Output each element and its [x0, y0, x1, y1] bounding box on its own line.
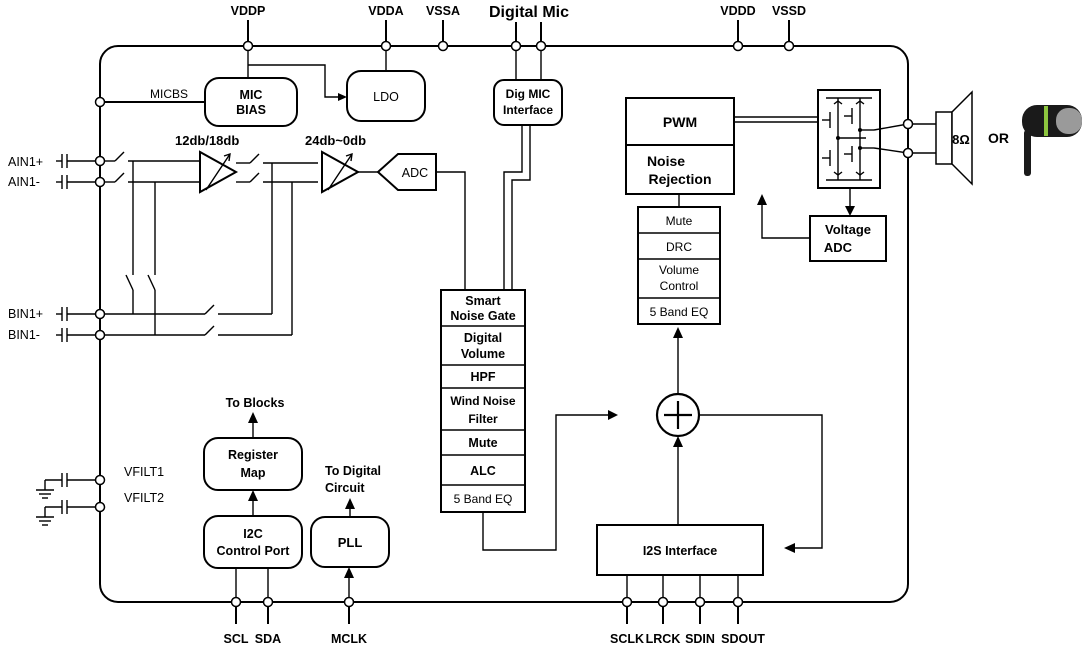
record-stage-digital-volume-2: Volume: [461, 347, 505, 361]
playback-stage-drc: DRC: [666, 240, 692, 254]
pin-label-sda: SDA: [255, 632, 281, 646]
speaker-impedance: 8Ω: [952, 132, 970, 147]
mic-bias-label-line2: BIAS: [236, 103, 266, 117]
pin-label-ain1n: AIN1-: [8, 175, 40, 189]
record-stage-noise-gate-1: Smart: [465, 294, 501, 308]
i2c-block: I2C Control Port: [203, 490, 303, 598]
pin-label-digital-mic: Digital Mic: [489, 4, 569, 21]
pin-label-bin1n: BIN1-: [8, 328, 40, 342]
noise-rejection-label-1: Noise: [647, 153, 685, 169]
pll-label: PLL: [338, 535, 363, 550]
pin-label-sdout: SDOUT: [721, 632, 765, 646]
pin-label-lrck: LRCK: [646, 632, 681, 646]
pin-label-sdin: SDIN: [685, 632, 715, 646]
mixer-wiring: [673, 327, 823, 553]
pin-label-vdda: VDDA: [368, 4, 403, 18]
pin-label-mclk: MCLK: [331, 632, 367, 646]
chip-outline: [99, 45, 909, 603]
pin-label-sclk: SCLK: [610, 632, 644, 646]
register-map-block: Register Map To Blocks: [203, 396, 303, 491]
left-pins: MICBS AIN1+ AIN1- BIN1+ BIN1- VFILT1: [8, 87, 205, 526]
record-stage-alc: ALC: [470, 464, 496, 478]
pin-label-vddp: VDDP: [231, 4, 266, 18]
adc-block: ADC: [376, 153, 466, 290]
i2s-block: I2S Interface: [596, 524, 764, 598]
playback-stage-volume-2: Control: [660, 279, 699, 293]
dig-mic-label-line1: Dig MIC: [506, 87, 551, 101]
register-map-label-1: Register: [228, 448, 278, 462]
h-bridge: [817, 89, 881, 189]
pin-label-scl: SCL: [224, 632, 249, 646]
playback-stage-mute: Mute: [666, 214, 693, 228]
mixer-sum-node: [655, 392, 701, 438]
record-stage-noise-gate-2: Noise Gate: [450, 309, 515, 323]
speaker-output-wiring: [757, 118, 936, 239]
record-to-i2s-wiring: [482, 410, 618, 551]
pin-label-vddd: VDDD: [720, 4, 755, 18]
playback-stage-eq: 5 Band EQ: [650, 305, 709, 319]
voltage-adc-label-2: ADC: [824, 240, 853, 255]
ldo-label: LDO: [373, 90, 399, 104]
to-blocks-label: To Blocks: [226, 396, 285, 410]
pll-block: PLL To Digital Circuit: [310, 464, 390, 598]
pin-label-bin1p: BIN1+: [8, 307, 43, 321]
pin-label-vfilt2: VFILT2: [124, 491, 164, 505]
record-stage-eq: 5 Band EQ: [454, 492, 513, 506]
dig-mic-block: Dig MIC Interface: [493, 50, 563, 290]
earphone-icon: [1022, 105, 1082, 176]
pin-label-ain1p: AIN1+: [8, 155, 43, 169]
speaker-icon: 8Ω: [935, 90, 973, 186]
pwm-to-bridge-wiring: [734, 116, 818, 123]
or-label: OR: [988, 130, 1009, 146]
pga1-gain-label: 12db/18db: [175, 133, 239, 148]
analog-input-routing: 12db/18db 24db~0db: [104, 133, 378, 336]
register-map-label-2: Map: [241, 466, 266, 480]
noise-rejection-label-2: Rejection: [648, 171, 711, 187]
ldo-block: LDO: [346, 70, 426, 122]
bottom-pins: SCL SDA MCLK SCLK LRCK SDIN SDOUT: [224, 596, 765, 646]
record-stage-hpf: HPF: [471, 370, 496, 384]
dig-mic-label-line2: Interface: [503, 103, 553, 117]
pin-label-vssa: VSSA: [426, 4, 460, 18]
pwm-block: PWM Noise Rejection: [625, 97, 735, 195]
voltage-adc-block: Voltage ADC: [809, 215, 887, 262]
record-stage-wind-noise-1: Wind Noise: [450, 394, 516, 408]
pin-label-micbs: MICBS: [150, 87, 188, 101]
pga2-gain-label: 24db~0db: [305, 133, 366, 148]
pwm-label: PWM: [663, 114, 697, 130]
record-stage-mute: Mute: [468, 436, 497, 450]
playback-stage-volume-1: Volume: [659, 263, 699, 277]
i2s-label: I2S Interface: [643, 544, 717, 558]
record-stage-digital-volume-1: Digital: [464, 331, 502, 345]
i2c-label-2: Control Port: [217, 544, 291, 558]
pin-label-vssd: VSSD: [772, 4, 806, 18]
adc-label: ADC: [402, 166, 428, 180]
mic-bias-block: MIC BIAS: [204, 77, 298, 127]
voltage-adc-label-1: Voltage: [825, 222, 871, 237]
record-stage-wind-noise-2: Filter: [468, 412, 498, 426]
record-chain: Smart Noise Gate Digital Volume HPF Wind…: [440, 289, 526, 513]
i2c-label-1: I2C: [243, 527, 262, 541]
pin-label-vfilt1: VFILT1: [124, 465, 164, 479]
mic-bias-label-line1: MIC: [240, 88, 263, 102]
to-digital-label-2: Circuit: [325, 481, 365, 495]
to-digital-label-1: To Digital: [325, 464, 381, 478]
power-wiring: [247, 50, 387, 101]
playback-chain: Mute DRC Volume Control 5 Band EQ: [637, 194, 721, 325]
top-pins: VDDP VDDA VSSA Digital Mic VDDD VSSD: [231, 4, 806, 52]
